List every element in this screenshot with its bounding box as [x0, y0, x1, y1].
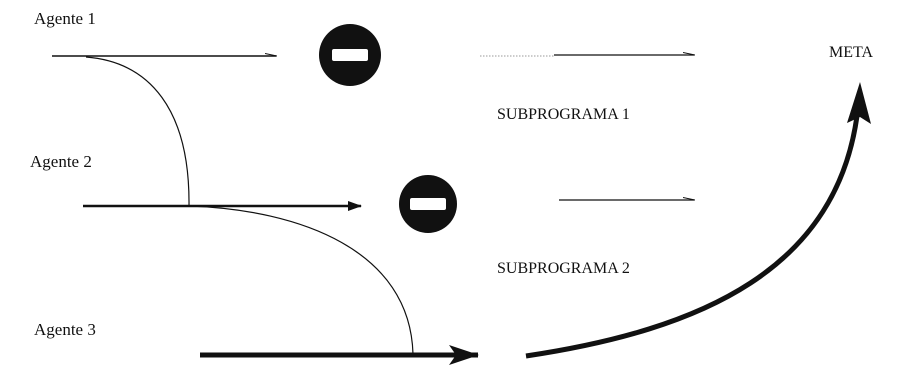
agent3-label: Agente 3: [34, 320, 96, 339]
agent1-to-agent2-curve: [85, 56, 190, 207]
goal-curve: [525, 107, 861, 359]
subprogram2-label: SUBPROGRAMA 2: [497, 260, 630, 277]
agent1-label: Agente 1: [34, 9, 96, 28]
stop-icon-1: [319, 24, 381, 86]
subprogram1-label: SUBPROGRAMA 1: [497, 106, 630, 123]
stop-icon-2: [399, 175, 457, 233]
agent2-to-agent3-curve: [189, 205, 414, 355]
goal-label: META: [829, 44, 874, 61]
agent2-label: Agente 2: [30, 152, 92, 171]
goal-arrowhead: [847, 82, 871, 124]
